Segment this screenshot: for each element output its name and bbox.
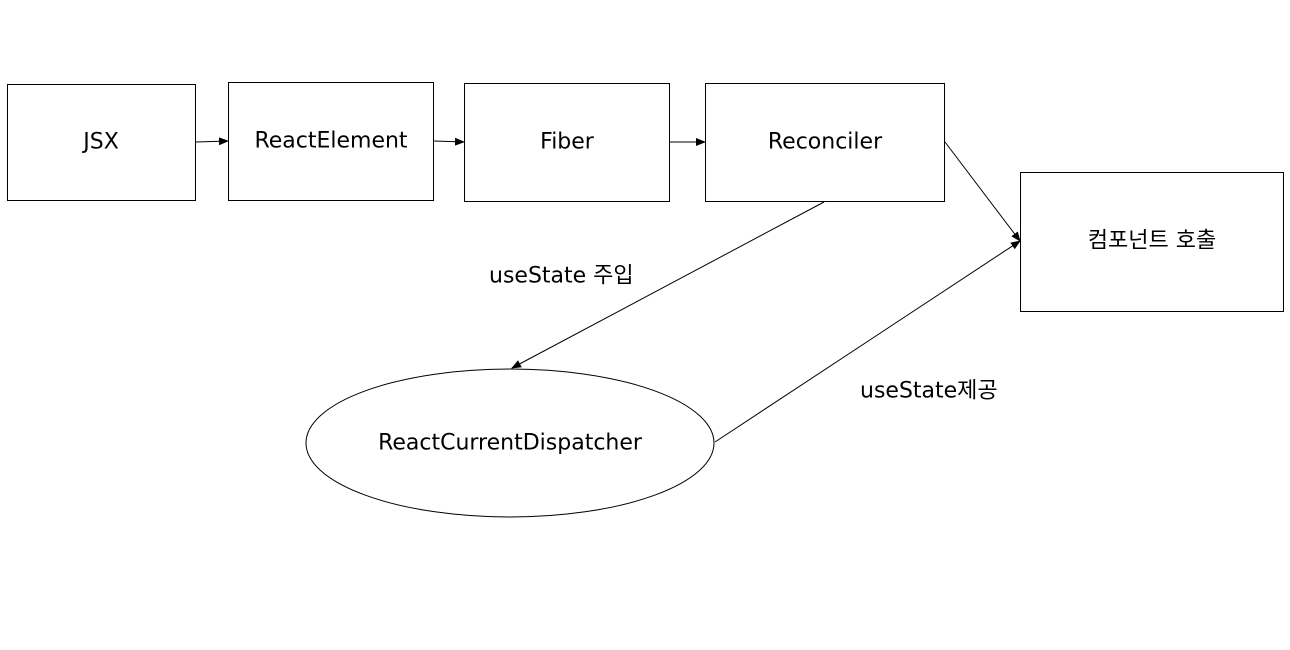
node-component-call: 컴포넌트 호출 — [1020, 172, 1284, 312]
node-fiber: Fiber — [464, 83, 670, 202]
node-dispatcher: ReactCurrentDispatcher — [305, 368, 715, 518]
node-jsx: JSX — [7, 84, 196, 201]
node-fiber-label: Fiber — [540, 130, 595, 155]
edge-jsx-to-reactelement — [195, 137, 229, 146]
edge-reconciler-to-component — [944, 141, 1021, 242]
node-jsx-label: JSX — [81, 130, 119, 155]
edge-label-usestate-inject: useState 주입 — [489, 264, 634, 289]
node-dispatcher-label: ReactCurrentDispatcher — [378, 431, 643, 456]
edge-dispatcher-to-component — [714, 240, 1021, 443]
edge-reactelement-to-fiber — [433, 137, 465, 146]
node-component-call-label: 컴포넌트 호출 — [1088, 229, 1216, 254]
node-reconciler-label: Reconciler — [768, 130, 883, 155]
node-react-element-label: ReactElement — [254, 129, 407, 154]
edge-label-usestate-provide: useState제공 — [860, 379, 998, 404]
node-react-element: ReactElement — [228, 82, 434, 201]
edge-reconciler-to-dispatcher — [511, 201, 825, 369]
node-reconciler: Reconciler — [705, 83, 945, 202]
